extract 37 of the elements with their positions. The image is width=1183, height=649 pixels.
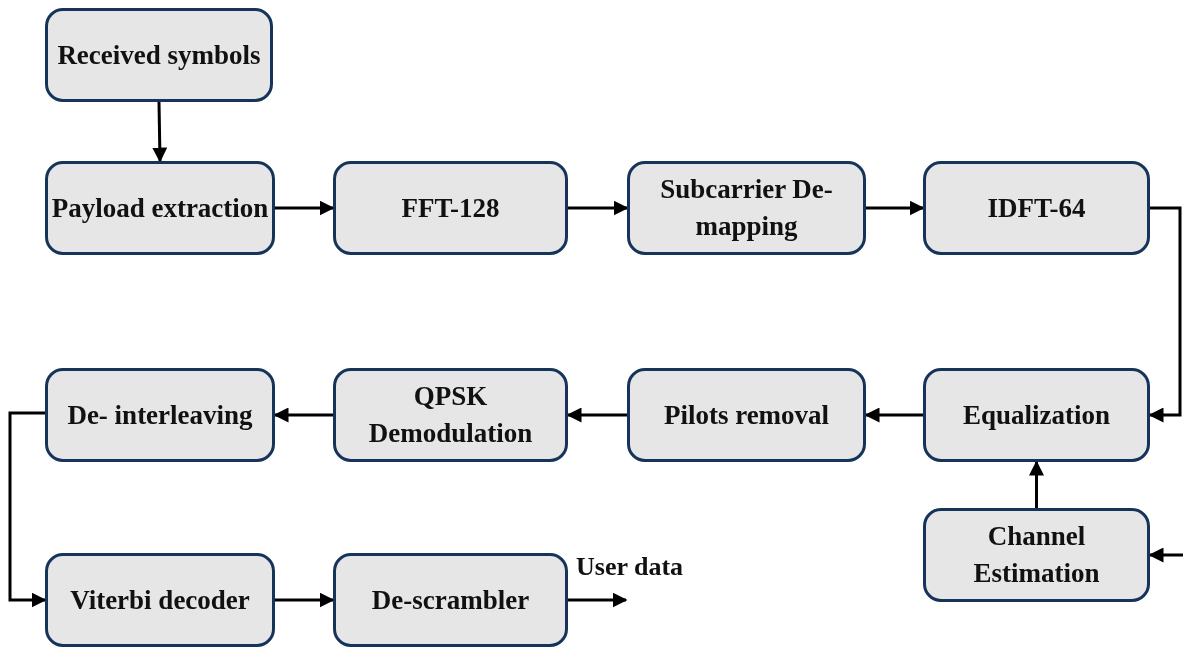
box-label: QPSK Demodulation (367, 380, 534, 450)
arrow (566, 407, 627, 423)
arrow (275, 592, 335, 608)
arrow (866, 200, 925, 216)
box-label: FFT-128 (401, 191, 500, 225)
process-box (45, 161, 275, 255)
process-box (45, 8, 273, 102)
process-box (627, 161, 866, 255)
arrow (152, 101, 168, 163)
arrow (275, 200, 335, 216)
box-label: IDFT-64 (987, 191, 1086, 225)
arrow (568, 592, 628, 608)
box-label: Viterbi decoder (70, 583, 250, 617)
box-label: Received symbols (57, 38, 261, 72)
box-label: De-scrambler (371, 583, 530, 617)
arrow (1148, 547, 1183, 563)
process-box (923, 161, 1150, 255)
process-box (333, 368, 568, 462)
process-box (923, 368, 1150, 462)
box-label: Subcarrier De-mapping (659, 173, 834, 243)
box-label: Pilots removal (663, 398, 830, 432)
box-label: Channel Estimation (972, 520, 1101, 590)
arrow (1148, 206, 1182, 423)
arrow (273, 407, 333, 423)
arrow (1029, 460, 1044, 508)
process-box (627, 368, 866, 462)
process-box (45, 553, 275, 647)
arrow (568, 200, 629, 216)
process-box (333, 553, 568, 647)
arrow (864, 407, 923, 423)
process-box (923, 508, 1150, 602)
box-label: De- interleaving (67, 398, 253, 432)
process-box (45, 368, 275, 462)
box-label: Equalization (962, 398, 1110, 432)
arrow (8, 411, 47, 608)
box-label: Payload extraction (51, 191, 269, 225)
process-box (333, 161, 568, 255)
